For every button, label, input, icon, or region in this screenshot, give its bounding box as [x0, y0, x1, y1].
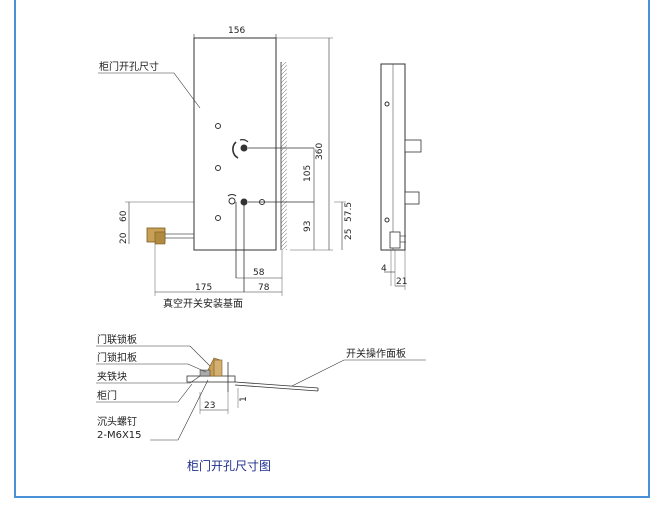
hole: [215, 165, 221, 171]
label-clamp-block: 夹铁块: [97, 370, 127, 383]
label-screw: 沉头螺钉: [97, 415, 137, 428]
dim-21: 21: [396, 277, 407, 287]
diagram-frame: [14, 0, 650, 498]
label-cabinet-door: 柜门: [97, 389, 117, 402]
label-door-link-plate: 门联锁板: [97, 333, 137, 346]
wall-hatch: [281, 62, 287, 250]
side-latch: [389, 231, 401, 249]
dim-23: 23: [204, 401, 215, 411]
dim-57-5: 57.5: [344, 202, 354, 222]
dim-360: 360: [315, 143, 325, 160]
label-door-lock-plate: 门锁扣板: [97, 351, 137, 364]
hole: [215, 215, 221, 221]
label-panel: 开关操作面板: [346, 347, 406, 360]
dim-60: 60: [119, 210, 129, 222]
label-cutout: 柜门开孔尺寸: [99, 60, 159, 73]
dim-58: 58: [253, 268, 265, 278]
label-base: 真空开关安装基面: [163, 297, 243, 310]
dim-4: 4: [381, 264, 387, 274]
dim-20: 20: [119, 232, 129, 244]
dim-93: 93: [303, 221, 313, 232]
dim-25: 25: [344, 229, 354, 240]
diagram-caption: 柜门开孔尺寸图: [187, 458, 271, 473]
dim-1: 1: [239, 396, 249, 402]
center-hole: [240, 144, 248, 152]
hole: [215, 123, 221, 129]
dim-78: 78: [258, 283, 270, 293]
label-screw-spec: 2-M6X15: [97, 430, 142, 441]
dim-105: 105: [303, 165, 313, 182]
dim-156: 156: [228, 26, 245, 36]
dim-175: 175: [195, 283, 212, 293]
